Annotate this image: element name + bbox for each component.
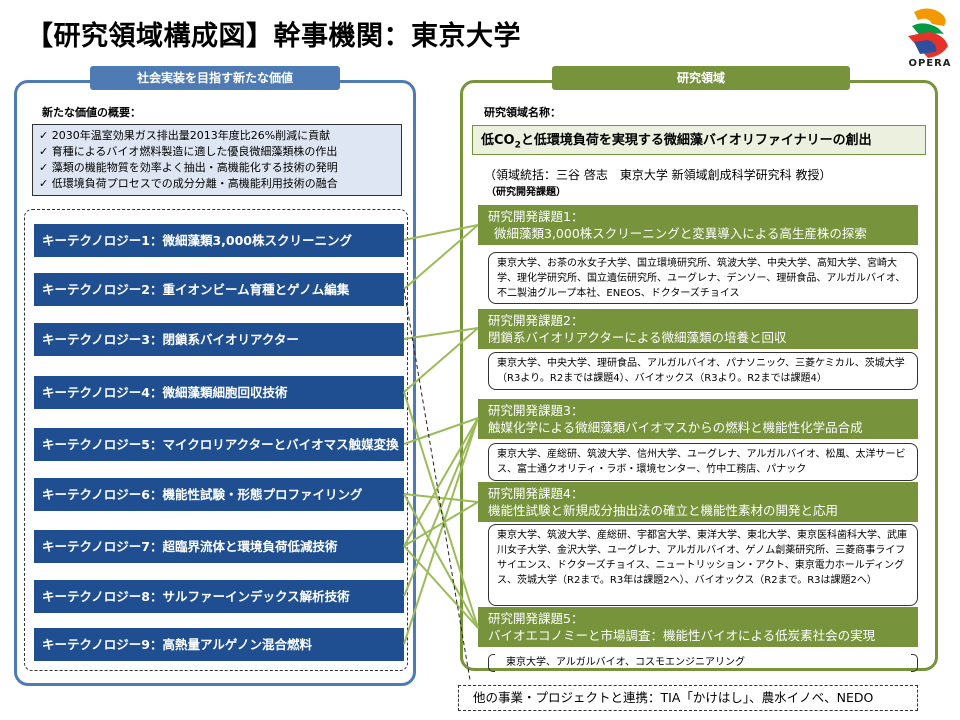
task-subtitle: バイオエコノミーと市場調査：機能性バイオによる低炭素社会の実現 — [488, 628, 876, 643]
research-task-3: 研究開発課題3： 触媒化学による微細藻類バイオマスからの燃料と機能性化学品合成 — [478, 399, 918, 439]
check-icon: ✓ — [39, 129, 49, 142]
overview-label: 新たな価値の概要： — [42, 106, 141, 119]
task-title: 研究開発課題2： — [488, 313, 584, 328]
key-technology-2: キーテクノロジー2：重イオンビーム育種とゲノム編集 — [34, 273, 404, 306]
value-overview-box: ✓ 2030年温室効果ガス排出量2013年度比26%削減に貢献 ✓ 育種によるバ… — [32, 124, 402, 196]
collaboration-note: 他の事業・プロジェクトと連携：TIA「かけはし」、農水イノベ、NEDO — [458, 685, 918, 711]
research-area-panel-tab: 研究領域 — [552, 66, 850, 90]
research-task-1: 研究開発課題1： 微細藻類3,000株スクリーニングと変異導入による高生産株の探… — [478, 205, 918, 245]
value-item: ✓ 藻類の機能物質を効率よく抽出・高機能化する技術の発明 — [39, 161, 338, 174]
check-icon: ✓ — [39, 145, 49, 158]
task-list-label: （研究開発課題） — [486, 187, 566, 198]
area-leader: （領域統括：三谷 啓志 東京大学 新領域創成科学研究科 教授） — [484, 168, 832, 182]
key-technology-4: キーテクノロジー4：微細藻類細胞回収技術 — [34, 376, 404, 409]
page-title: 【研究領域構成図】幹事機関：東京大学 — [26, 21, 521, 52]
logo-text: OPERA — [908, 58, 952, 69]
task-title: 研究開発課題4： — [488, 486, 584, 501]
value-item: ✓ 低環境負荷プロセスでの成分分離・高機能利用技術の融合 — [39, 177, 338, 190]
task-title: 研究開発課題5： — [488, 611, 584, 626]
research-task-5: 研究開発課題5： バイオエコノミーと市場調査：機能性バイオによる低炭素社会の実現 — [478, 607, 918, 647]
key-technology-6: キーテクノロジー6：機能性試験・形態プロファイリング — [34, 478, 404, 511]
task-4-institutions: 東京大学、筑波大学、産総研、宇都宮大学、東洋大学、東北大学、東京医科歯科大学、武… — [488, 524, 918, 606]
key-technology-1: キーテクノロジー1：微細藻類3,000株スクリーニング — [34, 224, 404, 257]
research-area-name: 低CO2と低環境負荷を実現する微細藻バイオリファイナリーの創出 — [472, 125, 926, 155]
task-3-institutions: 東京大学、産総研、筑波大学、信州大学、ユーグレナ、アルガルバイオ、松風、太洋サー… — [488, 443, 918, 481]
check-icon: ✓ — [39, 177, 49, 190]
task-subtitle: 機能性試験と新規成分抽出法の確立と機能性素材の開発と応用 — [488, 503, 839, 518]
research-task-2: 研究開発課題2： 閉鎖系バイオリアクターによる微細藻類の培養と回収 — [478, 309, 918, 349]
new-value-panel-tab: 社会実装を目指す新たな価値 — [90, 66, 340, 90]
task-title: 研究開発課題3： — [488, 403, 584, 418]
task-1-institutions: 東京大学、お茶の水女子大学、国立環境研究所、筑波大学、中央大学、高知大学、宮崎大… — [488, 252, 918, 304]
check-icon: ✓ — [39, 161, 49, 174]
opera-logo-icon — [908, 8, 948, 58]
task-subtitle: 閉鎖系バイオリアクターによる微細藻類の培養と回収 — [488, 330, 787, 345]
task-subtitle: 微細藻類3,000株スクリーニングと変異導入による高生産株の探索 — [494, 226, 867, 241]
task-title: 研究開発課題1： — [488, 209, 584, 224]
key-technology-8: キーテクノロジー8：サルファーインデックス解析技術 — [34, 580, 404, 613]
task-5-institutions: 東京大学、アルガルバイオ、コスモエンジニアリング — [488, 654, 918, 672]
task-subtitle: 触媒化学による微細藻類バイオマスからの燃料と機能性化学品合成 — [488, 420, 863, 435]
key-technology-5: キーテクノロジー5：マイクロリアクターとバイオマス触媒変換 — [34, 428, 404, 461]
key-technology-9: キーテクノロジー9：高熱量アルゲノン混合燃料 — [34, 628, 404, 661]
key-technology-3: キーテクノロジー3：閉鎖系バイオリアクター — [34, 323, 404, 356]
value-item: ✓ 育種によるバイオ燃料製造に適した優良微細藻類株の作出 — [39, 145, 338, 158]
research-task-4: 研究開発課題4： 機能性試験と新規成分抽出法の確立と機能性素材の開発と応用 — [478, 482, 918, 522]
task-2-institutions: 東京大学、中央大学、理研食品、アルガルバイオ、パナソニック、三菱ケミカル、茨城大… — [488, 352, 918, 390]
value-item: ✓ 2030年温室効果ガス排出量2013年度比26%削減に貢献 — [39, 129, 331, 142]
research-name-label: 研究領域名称： — [484, 106, 561, 119]
key-technology-7: キーテクノロジー7：超臨界流体と環境負荷低減技術 — [34, 530, 404, 563]
